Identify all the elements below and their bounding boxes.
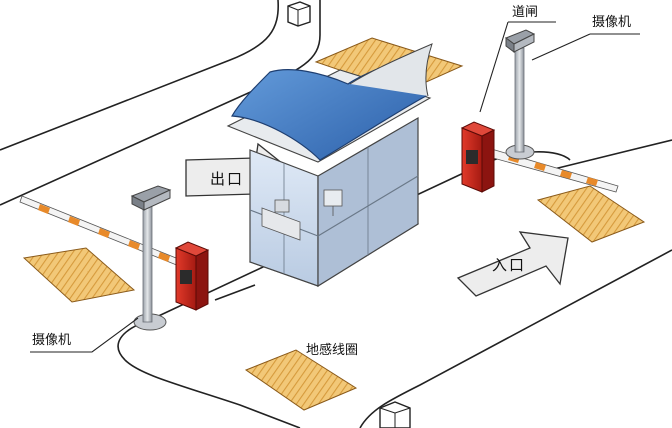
road-edge-island-top xyxy=(214,284,256,301)
label-exit: 出口 xyxy=(210,170,245,188)
road-edge-upper-left-inner xyxy=(0,0,279,151)
road-edge-right-upper xyxy=(549,139,672,171)
entrance-arrow xyxy=(456,231,569,297)
booth-desk xyxy=(261,189,343,241)
gate-arm-upper xyxy=(485,147,619,193)
guard-booth xyxy=(226,43,433,288)
label-camera-top: 摄像机 xyxy=(592,15,632,30)
ground-loop-bottom xyxy=(244,349,358,411)
barrier-gate-upper xyxy=(460,121,619,193)
square-post-icon xyxy=(287,1,311,27)
leader-camera-top xyxy=(531,33,640,61)
gate-housing-lower-side xyxy=(195,249,209,311)
barrier-gate-lower xyxy=(19,185,210,331)
gate-housing-upper-side xyxy=(481,129,495,193)
label-barrier-gate: 道闸 xyxy=(512,5,539,20)
ground-loop-right xyxy=(536,185,646,243)
label-ground-loop: 地感线圈 xyxy=(306,343,359,358)
callout-leaders xyxy=(30,21,640,353)
road-edge-right-lower xyxy=(359,249,672,428)
square-post-icon xyxy=(379,401,411,428)
road-edge-bottom-left xyxy=(124,359,301,428)
leader-camera-bottom xyxy=(30,317,139,353)
label-camera-bottom: 摄像机 xyxy=(32,333,72,348)
leader-barrier-gate xyxy=(479,21,556,113)
ground-loop-left xyxy=(22,247,136,303)
camera-upper xyxy=(504,29,536,160)
label-entrance: 入口 xyxy=(492,256,527,274)
